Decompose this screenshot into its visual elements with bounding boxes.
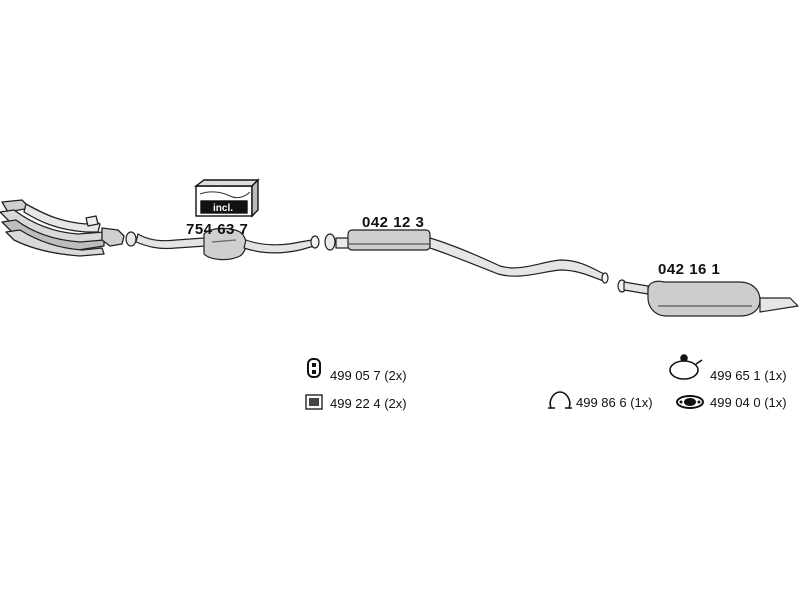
pipe-clamp-icon [548,391,572,409]
middle-silencer [335,229,609,284]
accessory-hanger-ring: 499 65 1 (1x) [710,368,787,383]
accessory-mounting-kit: 499 22 4 (2x) [330,396,407,411]
mounting-kit-icon [305,394,323,410]
mid-clamp [324,233,336,251]
clamp-joint [125,231,137,247]
part-number-middle-silencer: 042 12 3 [362,214,425,231]
part-number-catalytic-converter: 754 63 7 [186,221,249,238]
incl-label: incl. [213,203,234,214]
mounting-kit-box [193,178,260,218]
accessory-rubber-mount: 499 05 7 (2x) [330,368,407,383]
rubber-mount-icon [307,358,321,378]
gasket-icon [676,395,704,409]
hanger-ring-icon [669,354,703,380]
accessory-pipe-clamp: 499 86 6 (1x) [576,395,653,410]
rear-silencer [617,279,799,317]
catalytic-converter [135,227,320,261]
exhaust-manifold [0,199,125,257]
part-number-rear-silencer: 042 16 1 [658,261,721,278]
accessory-gasket: 499 04 0 (1x) [710,395,787,410]
